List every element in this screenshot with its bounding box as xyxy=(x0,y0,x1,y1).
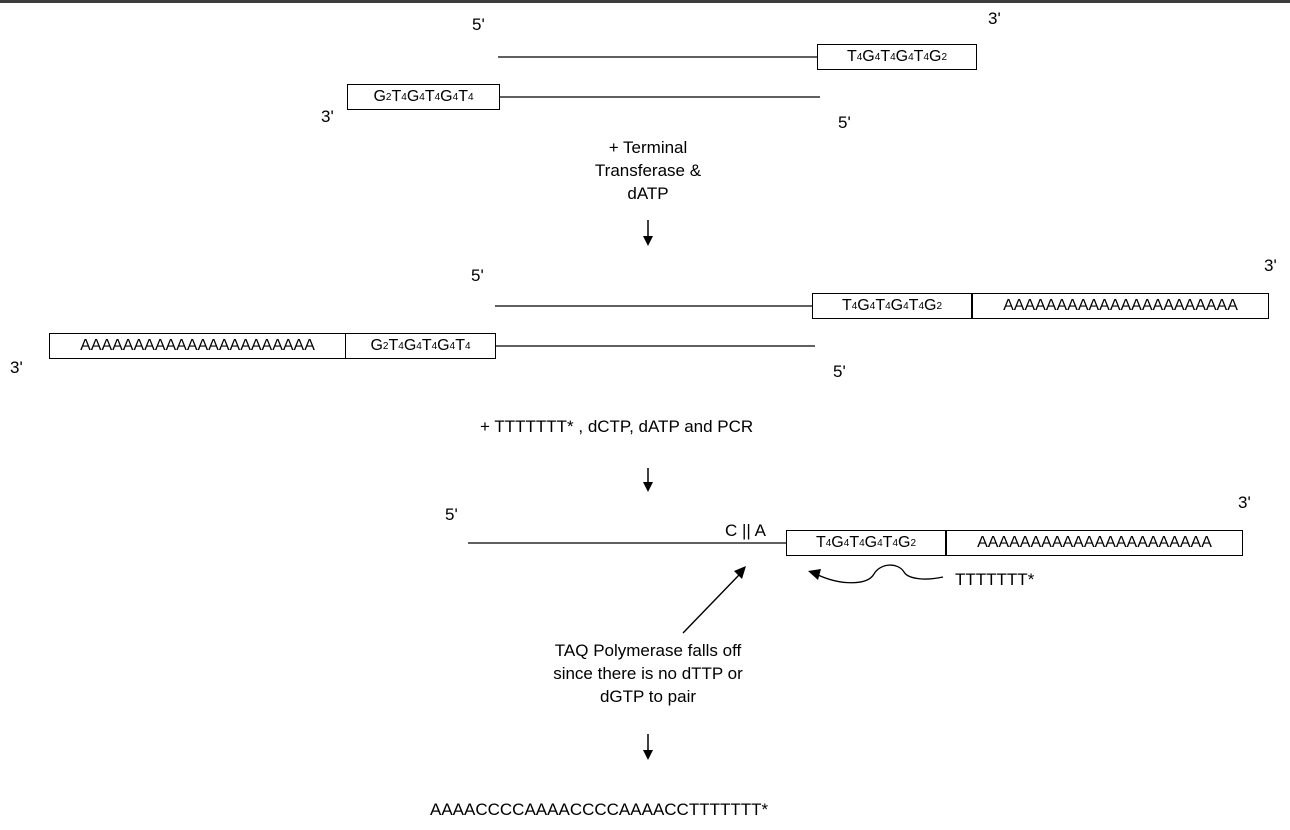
stop-pair-label: C || A xyxy=(725,521,766,540)
poly-a-box-bottom: AAAAAAAAAAAAAAAAAAAAAA xyxy=(49,333,346,359)
step-1-line: dATP xyxy=(627,183,669,203)
diagonal-arrow xyxy=(682,566,746,634)
note-line: dGTP to pair xyxy=(599,686,697,706)
product-sequence: AAAACCCCAAAACCCCAAAACCTTTTTTT* xyxy=(430,800,769,819)
polymerase-note: TAQ Polymerase falls off since there is … xyxy=(528,640,768,709)
down-arrow-3 xyxy=(643,734,653,760)
step-1-text: + Terminal Transferase & dATP xyxy=(548,137,748,206)
five-prime-label: 5' xyxy=(472,15,485,34)
five-prime-label: 5' xyxy=(471,266,484,285)
step-1-line: Transferase & xyxy=(594,160,702,180)
five-prime-label: 5' xyxy=(838,113,851,132)
three-prime-label: 3' xyxy=(10,358,23,377)
three-prime-label: 3' xyxy=(1264,256,1277,275)
five-prime-label: 5' xyxy=(833,362,846,381)
step-2-text: + TTTTTTT* , dCTP, dATP and PCR xyxy=(480,417,754,436)
note-line: since there is no dTTP or xyxy=(553,663,743,683)
top-border xyxy=(0,0,1290,3)
step-1-line: + Terminal xyxy=(608,138,688,157)
note-line: TAQ Polymerase falls off xyxy=(554,641,742,660)
five-prime-label: 5' xyxy=(445,505,458,524)
down-arrow-1 xyxy=(643,220,653,246)
poly-a-box-top: AAAAAAAAAAAAAAAAAAAAAA xyxy=(972,293,1269,319)
down-arrow-2 xyxy=(643,468,653,492)
primer-wavy-arrow xyxy=(808,564,944,584)
primer-label: TTTTTTT* xyxy=(955,570,1035,589)
three-prime-label: 3' xyxy=(1238,493,1251,512)
three-prime-label: 3' xyxy=(321,107,334,126)
three-prime-label: 3' xyxy=(988,9,1001,28)
poly-a-box-top: AAAAAAAAAAAAAAAAAAAAAA xyxy=(946,530,1243,556)
